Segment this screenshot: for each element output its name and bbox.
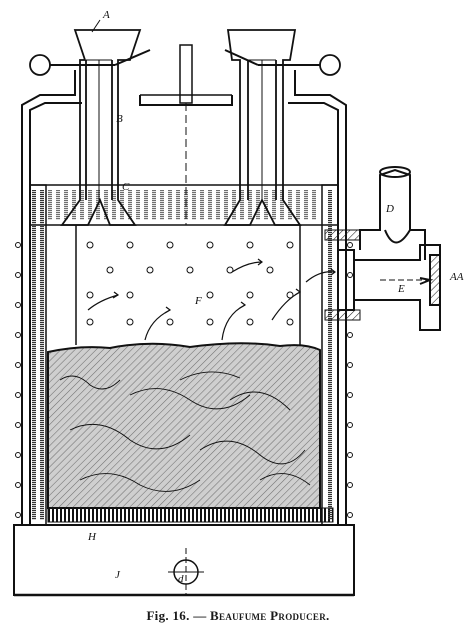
air-holes: [86, 241, 294, 326]
label-a: A: [102, 9, 110, 21]
gas-flow-arrows: [87, 258, 336, 341]
rivets: [15, 242, 353, 518]
label-f: F: [194, 295, 202, 307]
poke-rod: [179, 44, 193, 225]
counterweight-right: [319, 54, 341, 76]
hopper-right: [223, 29, 302, 226]
gas-outlet: [337, 166, 441, 331]
label-c: C: [122, 181, 130, 193]
gas-chamber: [75, 225, 301, 345]
ash-pit: [13, 524, 355, 597]
label-j: J: [115, 569, 121, 581]
counterweight-left: [29, 54, 51, 76]
label-d-small: d: [178, 573, 184, 585]
caption-title: Beaufume Producer.: [210, 608, 330, 623]
label-b: B: [116, 113, 123, 125]
label-d: D: [385, 203, 394, 215]
caption-prefix: Fig. 16. —: [146, 608, 211, 623]
figure-caption: Fig. 16. — Beaufume Producer.: [0, 608, 476, 624]
fuel-bed: [47, 342, 321, 509]
label-e: E: [397, 283, 405, 295]
outlet-flange: [324, 229, 361, 321]
hopper-levers: [40, 49, 330, 66]
label-aa: AA: [449, 271, 464, 283]
grate: [47, 507, 334, 523]
label-h: H: [87, 531, 97, 543]
